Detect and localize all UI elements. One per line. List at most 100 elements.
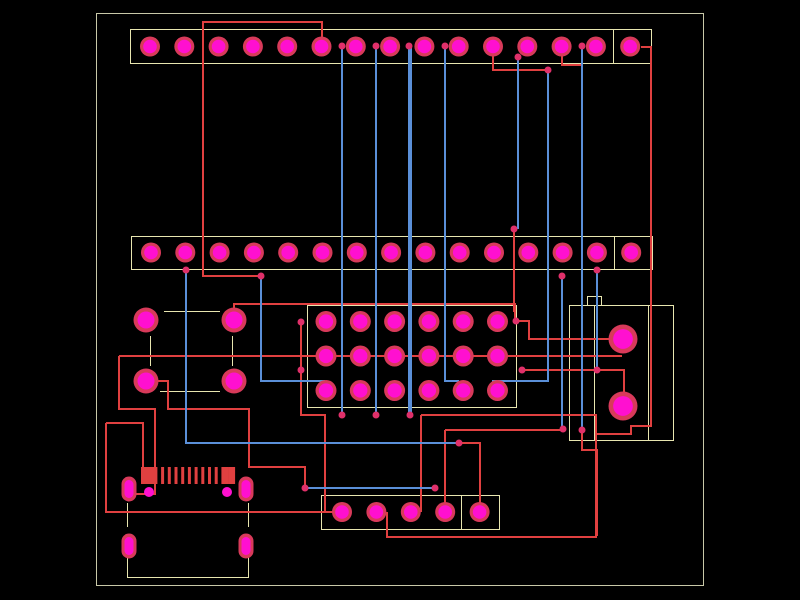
smd-layer [121,467,254,559]
trace [185,270,459,444]
header-bottom-pad [435,502,456,522]
via [593,266,601,274]
header-middle-pad [243,242,264,263]
dip-socket-pad [487,345,508,367]
usb-contact-pad [221,467,229,484]
trace [492,70,549,382]
trace [581,430,598,536]
header-top-pad [140,36,160,57]
usb-contact-pad [147,467,155,484]
header-middle-pad [346,242,367,263]
via [431,484,439,492]
header-middle-pad [312,242,333,263]
usb-locating-hole [222,487,232,497]
usb-contact-pad [201,467,205,484]
header-middle-pad [449,242,470,263]
terminal-outline [569,305,674,441]
silkscreen-layer [96,13,704,586]
header-middle-pad [209,242,230,263]
board-outline [96,13,704,586]
via [406,411,414,419]
dip-socket-pad [384,311,406,332]
switch-pad [221,307,247,333]
header-top-pad [380,36,401,57]
trace [105,423,341,513]
header-middle-pad [278,242,299,263]
usb-contact-pad [228,467,236,484]
switch-pad [133,307,159,333]
switch-pad [133,368,159,394]
header-top-pad [311,36,332,57]
terminal-pad [608,391,638,421]
header-middle-pad [175,242,196,263]
via [441,42,449,50]
header-top-pad [345,36,366,57]
via [297,366,305,374]
via [510,225,518,233]
via [544,66,552,74]
dip-socket-pad [418,380,440,401]
usb-contact-pad [167,467,171,484]
header-top-pad [414,36,435,57]
via [182,266,190,274]
via [338,411,346,419]
via [518,366,526,374]
trace [516,320,622,340]
via [405,42,413,50]
trace [386,414,597,538]
via [301,484,309,492]
header-middle-pad [552,242,573,263]
via [578,426,586,434]
dip-socket-pad [487,311,508,332]
usb-contact-pad [181,467,185,484]
switch-pad [221,368,247,394]
dip-socket-pad [315,345,337,367]
dip-socket-pad [384,380,406,401]
header-top-pad [517,36,538,57]
via [578,42,586,50]
vias-layer [182,42,601,492]
trace [596,46,652,435]
header-middle-pad [518,242,539,263]
header-middle-pad [415,242,436,263]
dip-socket-pad [418,345,440,367]
usb-contact-pad [187,467,191,484]
header-top-pad [242,36,263,57]
header-top-pad [174,36,195,57]
terminal-notch [587,296,602,306]
header-top-pad [620,36,641,57]
dip-socket-pad [452,380,474,401]
via [558,272,566,280]
via [338,42,346,50]
usb-outline [127,503,249,578]
header-bottom-pad [366,502,387,522]
via [593,366,601,374]
header-bottom-pad [469,502,490,522]
header-bottom-pad [400,502,421,522]
usb-contact-pad [194,467,198,484]
trace [202,21,323,48]
dip-socket-pad [349,311,371,332]
usb-contact-pad [214,467,218,484]
header-top-pad [448,36,469,57]
dip-socket-pad [487,380,508,401]
header-top-pad [585,36,606,57]
header-middle-pad [381,242,402,263]
usb-contact-pad [141,467,148,484]
header-middle-pad [586,242,607,263]
usb-contact-pad [208,467,211,484]
usb-shell-pad [238,533,254,559]
trace [146,380,306,488]
usb-contact-pad [174,467,178,484]
usb-contact-pad [154,467,158,484]
via [514,53,522,61]
trace [459,442,481,512]
header-top-pad [208,36,229,57]
header-middle-pad [621,242,642,263]
dip-socket-pad [349,345,371,367]
pads-layer [133,36,642,522]
trace [444,46,459,382]
trace [445,429,564,431]
bottom-copper-layer [185,46,598,489]
